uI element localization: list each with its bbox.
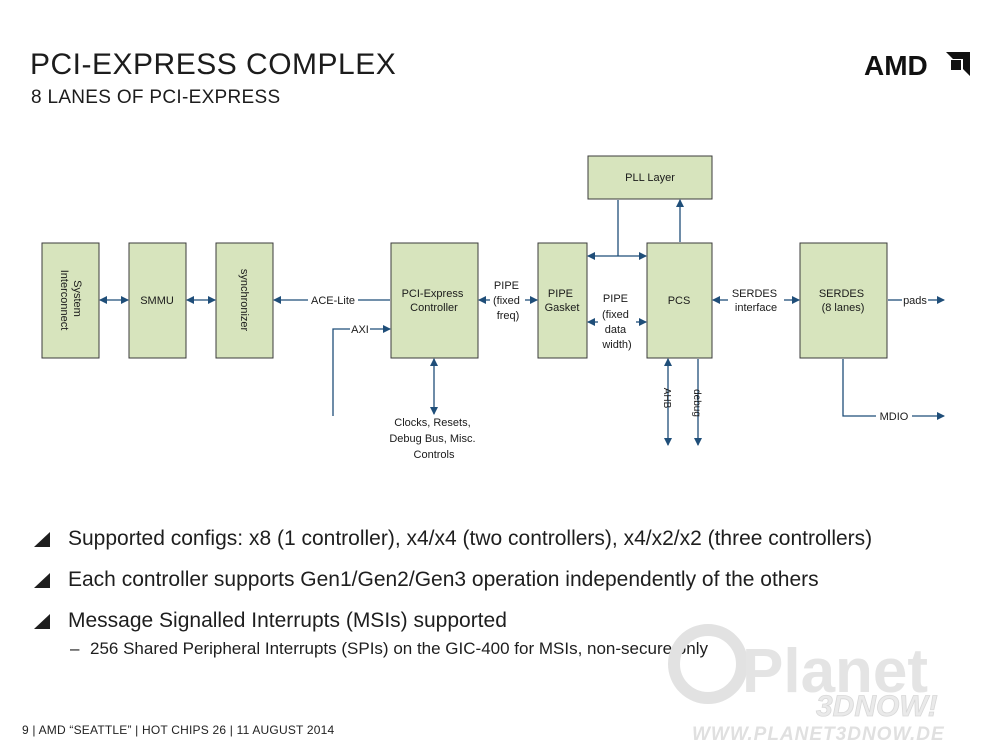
sub-bullet-text: 256 Shared Peripheral Interrupts (SPIs) … xyxy=(90,639,708,658)
pads-label: pads xyxy=(903,295,927,307)
bullet-text: Each controller supports Gen1/Gen2/Gen3 … xyxy=(68,568,819,591)
bullet-item: Each controller supports Gen1/Gen2/Gen3 … xyxy=(34,565,984,606)
pcie-controller-block xyxy=(390,242,479,359)
planet3dnow-watermark: Planet 3DNOW! WWW.PLANET3DNOW.DE xyxy=(668,624,945,745)
axi-line xyxy=(332,328,350,416)
bullet-item: Supported configs: x8 (1 controller), x4… xyxy=(34,524,984,565)
pll-layer-block xyxy=(587,155,713,200)
debug-label: debug xyxy=(691,389,702,417)
pcie-block-diagram: System Interconnect SMMU synchronizer PC… xyxy=(41,155,945,461)
watermark-brand: Planet xyxy=(742,637,928,706)
bullet-item: Message Signalled Interrupts (MSIs) supp… xyxy=(34,606,984,647)
watermark-brand2: 3DNOW! xyxy=(816,690,938,723)
sub-bullet-item: –256 Shared Peripheral Interrupts (SPIs)… xyxy=(34,639,984,659)
smmu-block xyxy=(128,242,187,359)
ace-lite-label: ACE-Lite xyxy=(311,295,355,307)
amd-logo-text: AMD xyxy=(864,50,928,80)
axi-label: AXI xyxy=(351,324,369,336)
page-subtitle: 8 LANES OF PCI-EXPRESS xyxy=(31,87,281,108)
serdes-interface-label: SERDES interface xyxy=(732,288,780,314)
sub-bullet-dash: – xyxy=(70,639,80,658)
mdio-label: MDIO xyxy=(880,411,909,423)
footer-text: 9 | AMD “SEATTLE” | HOT CHIPS 26 | 11 AU… xyxy=(22,723,335,737)
pipe-fixed-freq-label: PIPE (fixed freq) xyxy=(493,280,523,322)
triangle-bullet-icon xyxy=(34,614,50,629)
mdio-line xyxy=(842,359,876,417)
pipe-fixed-width-label: PIPE (fixed data width) xyxy=(601,293,632,351)
serdes-label: SERDES (8 lanes) xyxy=(819,288,867,314)
pipe-gasket-label: PIPE Gasket xyxy=(545,288,580,314)
triangle-bullet-icon xyxy=(34,573,50,588)
serdes-block xyxy=(799,242,888,359)
smmu-label: SMMU xyxy=(140,295,174,307)
system-interconnect-label: System Interconnect xyxy=(58,270,83,331)
watermark-globe-icon xyxy=(668,624,748,704)
amd-arrow-icon xyxy=(946,52,970,76)
synchronizer-block xyxy=(215,242,274,359)
triangle-bullet-icon xyxy=(34,532,50,547)
pcie-controller-label: PCI-Express Controller xyxy=(402,288,467,314)
page-title: PCI-EXPRESS COMPLEX xyxy=(30,48,397,81)
pcs-label: PCS xyxy=(668,295,691,307)
ahb-label: AHB xyxy=(661,388,672,409)
pcs-block xyxy=(646,242,713,359)
bullet-list: Supported configs: x8 (1 controller), x4… xyxy=(34,524,984,659)
synchronizer-label: synchronizer xyxy=(238,269,250,332)
pipe-gasket-block xyxy=(537,242,588,359)
amd-logo: AMD xyxy=(864,50,970,80)
clocks-label: Clocks, Resets, Debug Bus, Misc. Control… xyxy=(389,417,478,461)
watermark-url: WWW.PLANET3DNOW.DE xyxy=(692,724,945,745)
pll-layer-label: PLL Layer xyxy=(625,172,675,184)
bullet-text: Supported configs: x8 (1 controller), x4… xyxy=(68,527,873,550)
bullet-text: Message Signalled Interrupts (MSIs) supp… xyxy=(68,609,507,632)
